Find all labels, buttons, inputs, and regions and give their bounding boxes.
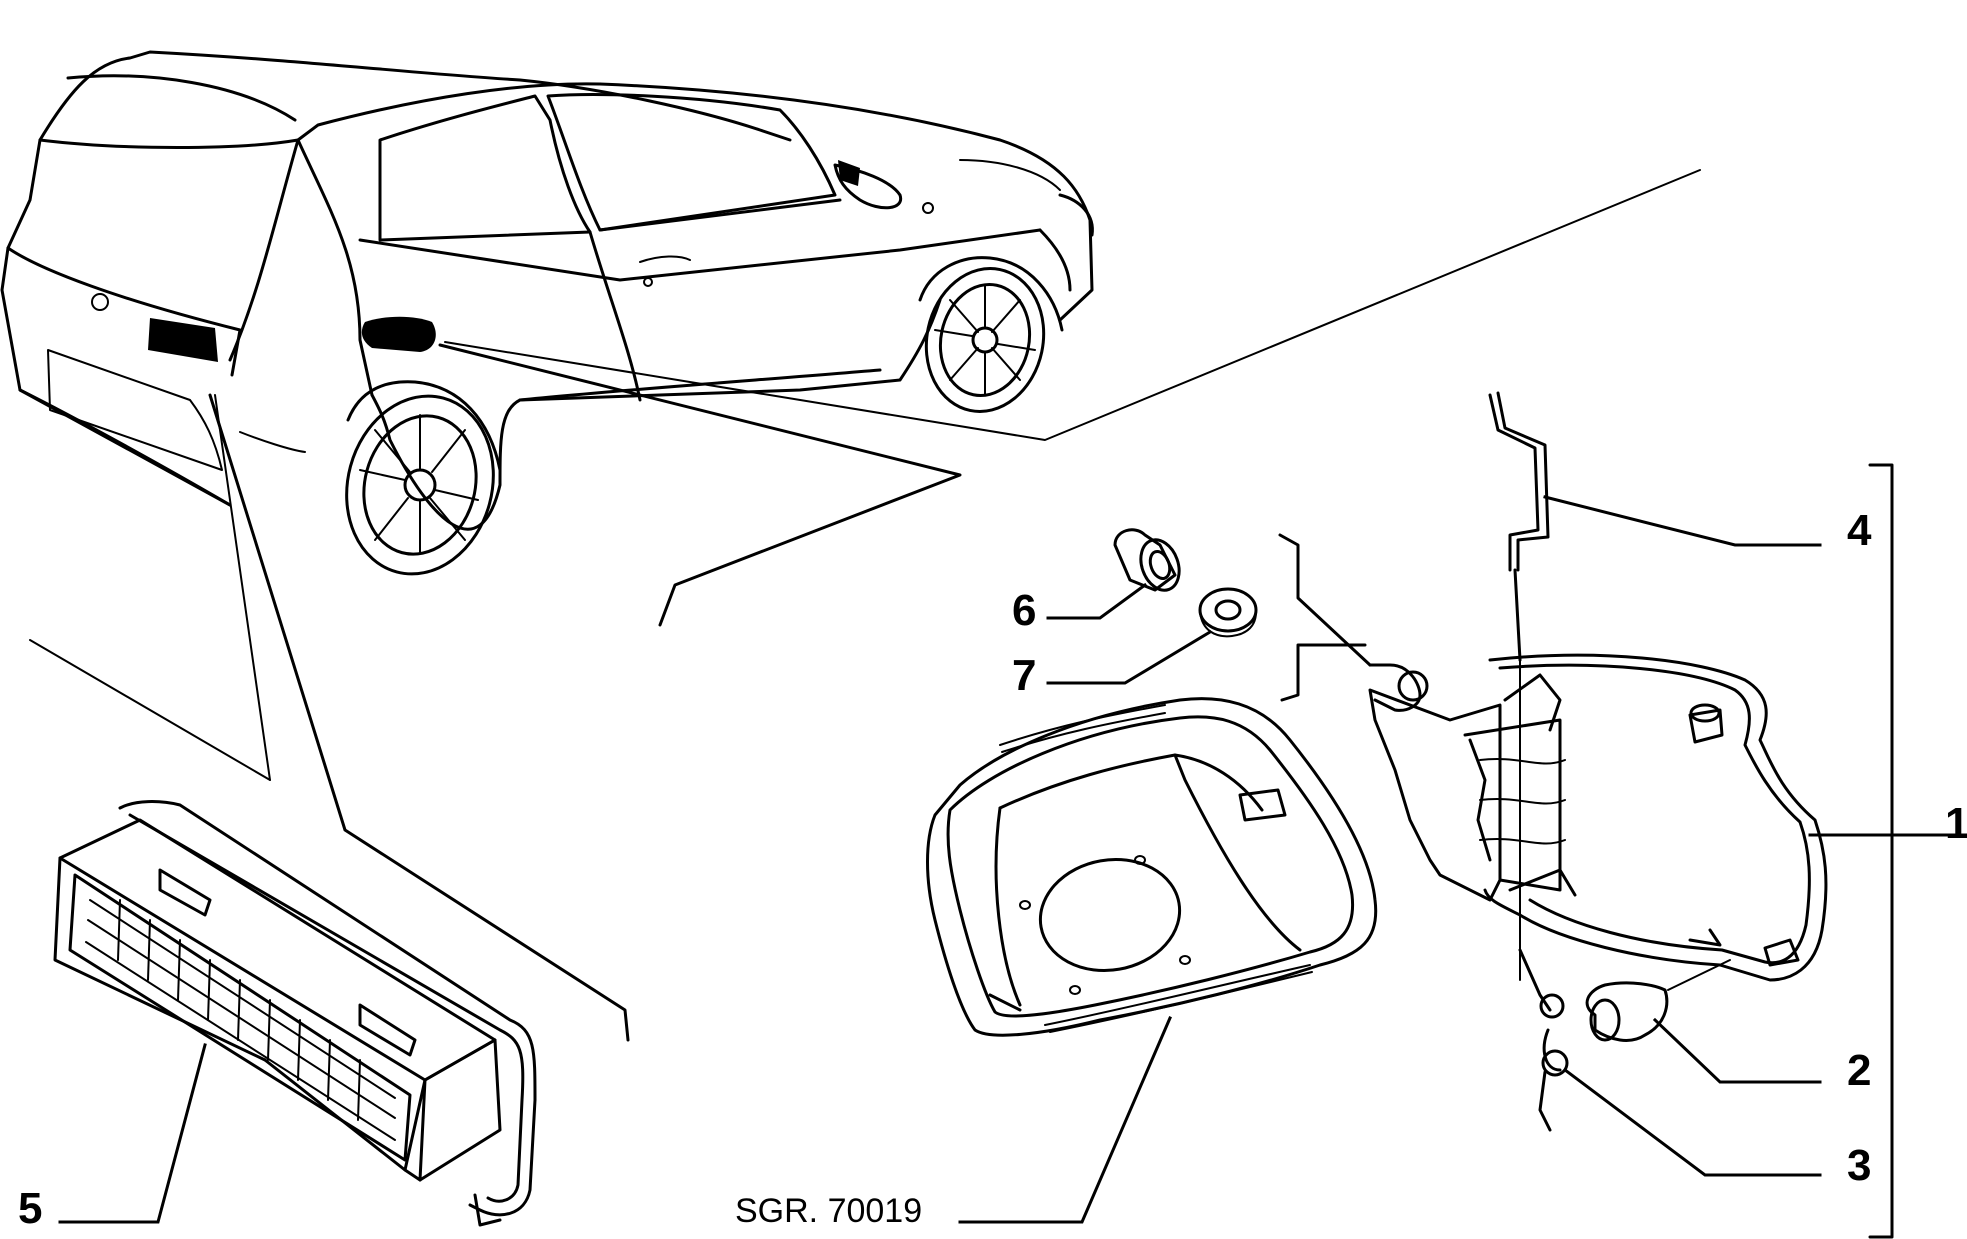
drawing-reference: SGR. 70019 <box>735 1192 922 1230</box>
part-4-wire-rod <box>1488 391 1550 981</box>
fuel-filler-housing <box>926 697 1378 1037</box>
callout-3: 3 <box>1847 1141 1871 1190</box>
callout-labels: 1 2 3 4 5 6 7 SGR. 70019 <box>18 506 1967 1233</box>
callout-1: 1 <box>1945 799 1967 848</box>
part-2-bumper-pad <box>1585 959 1731 1042</box>
part-7-washer <box>1198 587 1258 638</box>
part-1-fuel-flap <box>1368 653 1828 982</box>
callout-leaders <box>58 463 1952 1239</box>
callout-4: 4 <box>1847 506 1872 555</box>
callout-5: 5 <box>18 1184 42 1233</box>
connecting-lines <box>29 169 1701 1042</box>
callout-6: 6 <box>1012 586 1036 635</box>
part-3-spring <box>1518 948 1569 1132</box>
callout-2: 2 <box>1847 1046 1871 1095</box>
part-5-rear-handle <box>53 800 537 1227</box>
part-6-grommet <box>1113 528 1181 592</box>
callout-7: 7 <box>1012 651 1036 700</box>
car-illustration <box>0 50 1094 576</box>
